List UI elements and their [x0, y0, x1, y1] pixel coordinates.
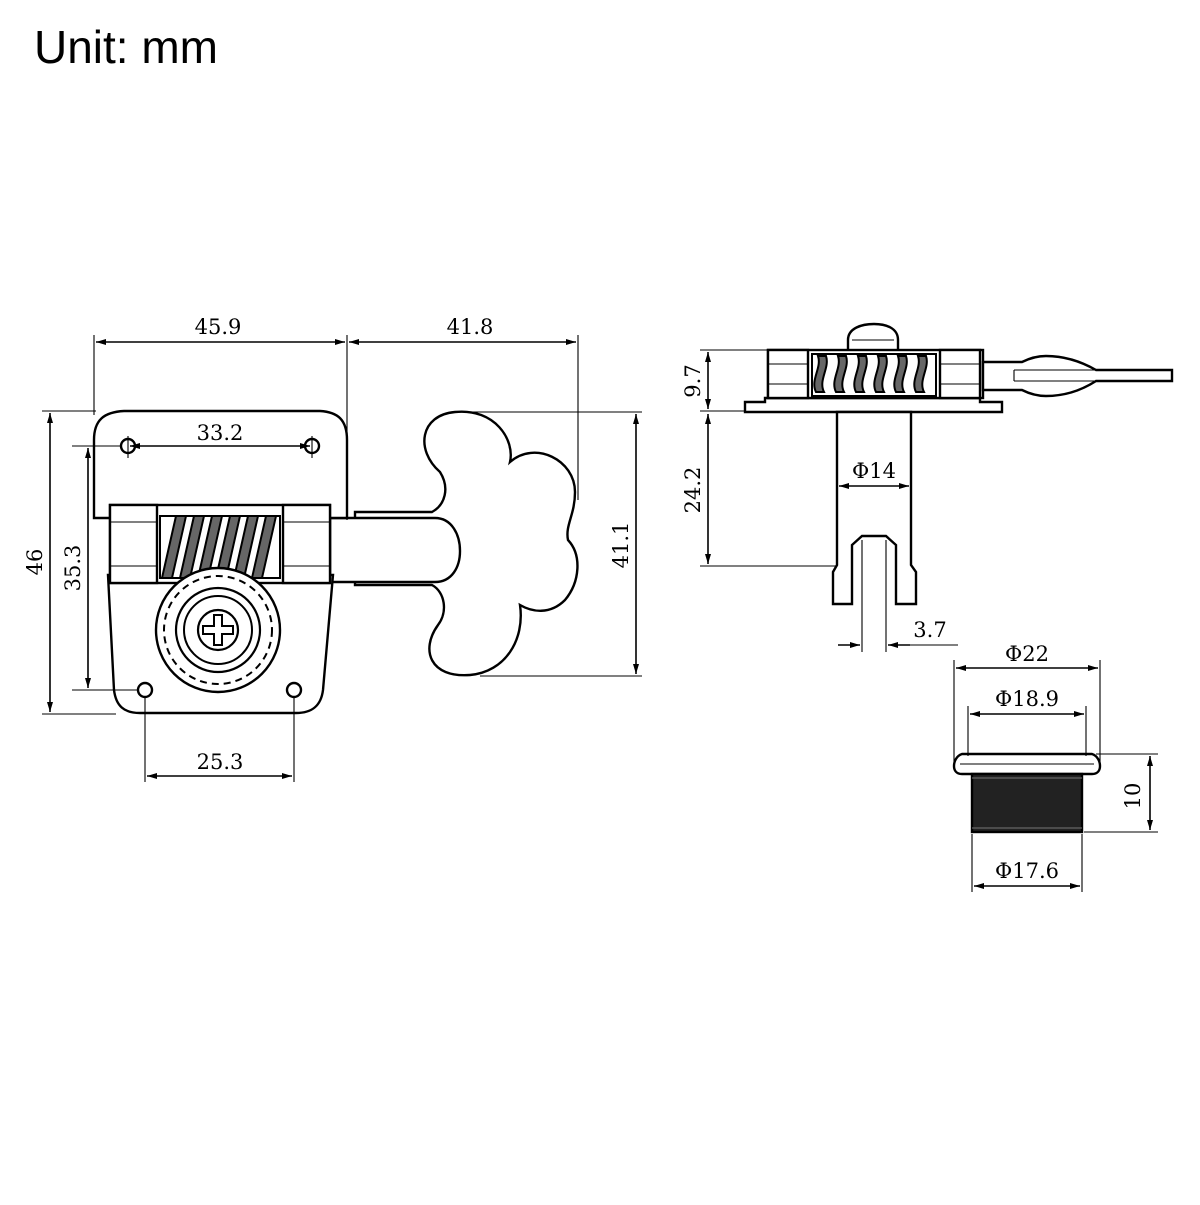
mount-hole-bottom-right [285, 681, 303, 699]
mount-hole-bottom-left [136, 681, 154, 699]
front-view: 45.9 41.8 33.2 46 35.3 41.1 [23, 315, 642, 782]
side-base-plate [743, 396, 1004, 414]
dim-bushing-diameter: Φ18.9 [995, 687, 1059, 711]
side-gear-teeth [811, 353, 937, 397]
dim-post-diameter: Φ14 [852, 459, 896, 483]
dim-bushing-height: 10 [1121, 783, 1145, 810]
dim-key-length: 41.8 [447, 315, 494, 339]
dim-bushing-flange-diameter: Φ22 [1005, 642, 1049, 666]
dim-bushing-thread-diameter: Φ17.6 [995, 859, 1059, 883]
bushing-view: Φ22 Φ18.9 10 Φ17.6 [952, 642, 1158, 892]
dim-hole-spacing-bottom: 25.3 [197, 750, 244, 774]
side-post [831, 410, 918, 606]
side-screw-head [846, 322, 900, 354]
dim-front-width: 45.9 [195, 315, 242, 339]
bushing-thread [970, 772, 1084, 834]
dim-hole-spacing-top: 33.2 [197, 421, 244, 445]
dim-side-plate-height: 9.7 [681, 364, 705, 397]
worm-bearing-left [108, 503, 159, 585]
unit-title: Unit: mm [34, 21, 218, 73]
side-view: 9.7 24.2 Φ14 3.7 [681, 322, 1174, 652]
dim-post-length: 24.2 [681, 467, 705, 514]
dim-key-height: 41.1 [609, 522, 633, 569]
key-shaft [328, 516, 462, 584]
dim-total-height: 46 [23, 549, 47, 576]
worm-bearing-right [281, 503, 332, 585]
tuner-key [353, 410, 579, 677]
side-key [981, 354, 1174, 398]
dim-hole-spacing-vertical: 35.3 [61, 545, 85, 592]
dim-slot-width: 3.7 [913, 618, 946, 642]
screw-head-icon [202, 614, 234, 646]
worm-thread [159, 515, 281, 579]
